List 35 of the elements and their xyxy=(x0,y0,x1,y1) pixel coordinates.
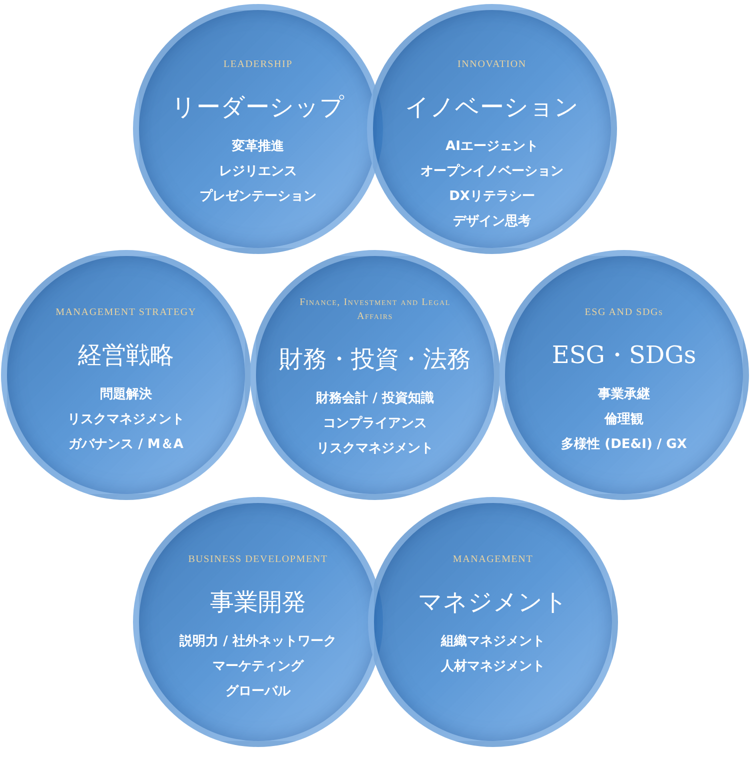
english-category-label: MANAGEMENT STRATEGY xyxy=(56,306,196,320)
category-title: イノベーション xyxy=(405,92,579,122)
skill-item: 問題解決 xyxy=(100,386,152,404)
skill-item: レジリエンス xyxy=(219,163,297,181)
english-category-label: INNOVATION xyxy=(458,58,526,72)
category-title: 事業開発 xyxy=(210,587,306,617)
category-title: 経営戦略 xyxy=(78,340,174,370)
skill-item: 説明力 / 社外ネットワーク xyxy=(180,633,336,651)
skill-item: 人材マネジメント xyxy=(441,658,545,676)
category-title: マネジメント xyxy=(418,587,568,617)
skill-item: リスクマネジメント xyxy=(68,411,184,429)
skill-item: オープンイノベーション xyxy=(420,162,564,181)
skill-item: 変革推進 xyxy=(232,138,284,156)
english-category-label: Finance, Investment and Legal Affairs xyxy=(298,296,452,324)
skill-item: AIエージェント xyxy=(446,138,538,156)
skill-item: プレゼンテーション xyxy=(200,188,316,206)
skill-item: 多様性 (DE&I) / GX xyxy=(561,436,687,454)
skill-item: リスクマネジメント xyxy=(316,440,434,458)
skill-item: 財務会計 / 投資知識 xyxy=(316,390,434,408)
english-category-label: MANAGEMENT xyxy=(452,553,534,567)
skill-item: ガバナンス / M＆A xyxy=(68,436,184,454)
skill-item: 組織マネジメント xyxy=(441,633,545,651)
skill-item: マーケティング xyxy=(212,658,304,676)
category-title: 財務・投資・法務 xyxy=(279,344,471,374)
english-category-label: ESG AND SDGs xyxy=(584,306,664,320)
english-category-label: BUSINESS DEVELOPMENT xyxy=(188,553,328,567)
skill-item: コンプライアンス xyxy=(323,414,427,433)
skill-item: 事業承継 xyxy=(598,386,650,404)
skill-item: グローバル xyxy=(226,683,290,701)
english-category-label: LEADERSHIP xyxy=(223,58,293,72)
skill-item: DXリテラシー xyxy=(449,188,535,206)
skill-item: 倫理観 xyxy=(604,411,644,429)
category-title: リーダーシップ xyxy=(172,92,344,122)
category-title: ESG・SDGs xyxy=(552,340,696,370)
skill-item: デザイン思考 xyxy=(453,213,531,231)
